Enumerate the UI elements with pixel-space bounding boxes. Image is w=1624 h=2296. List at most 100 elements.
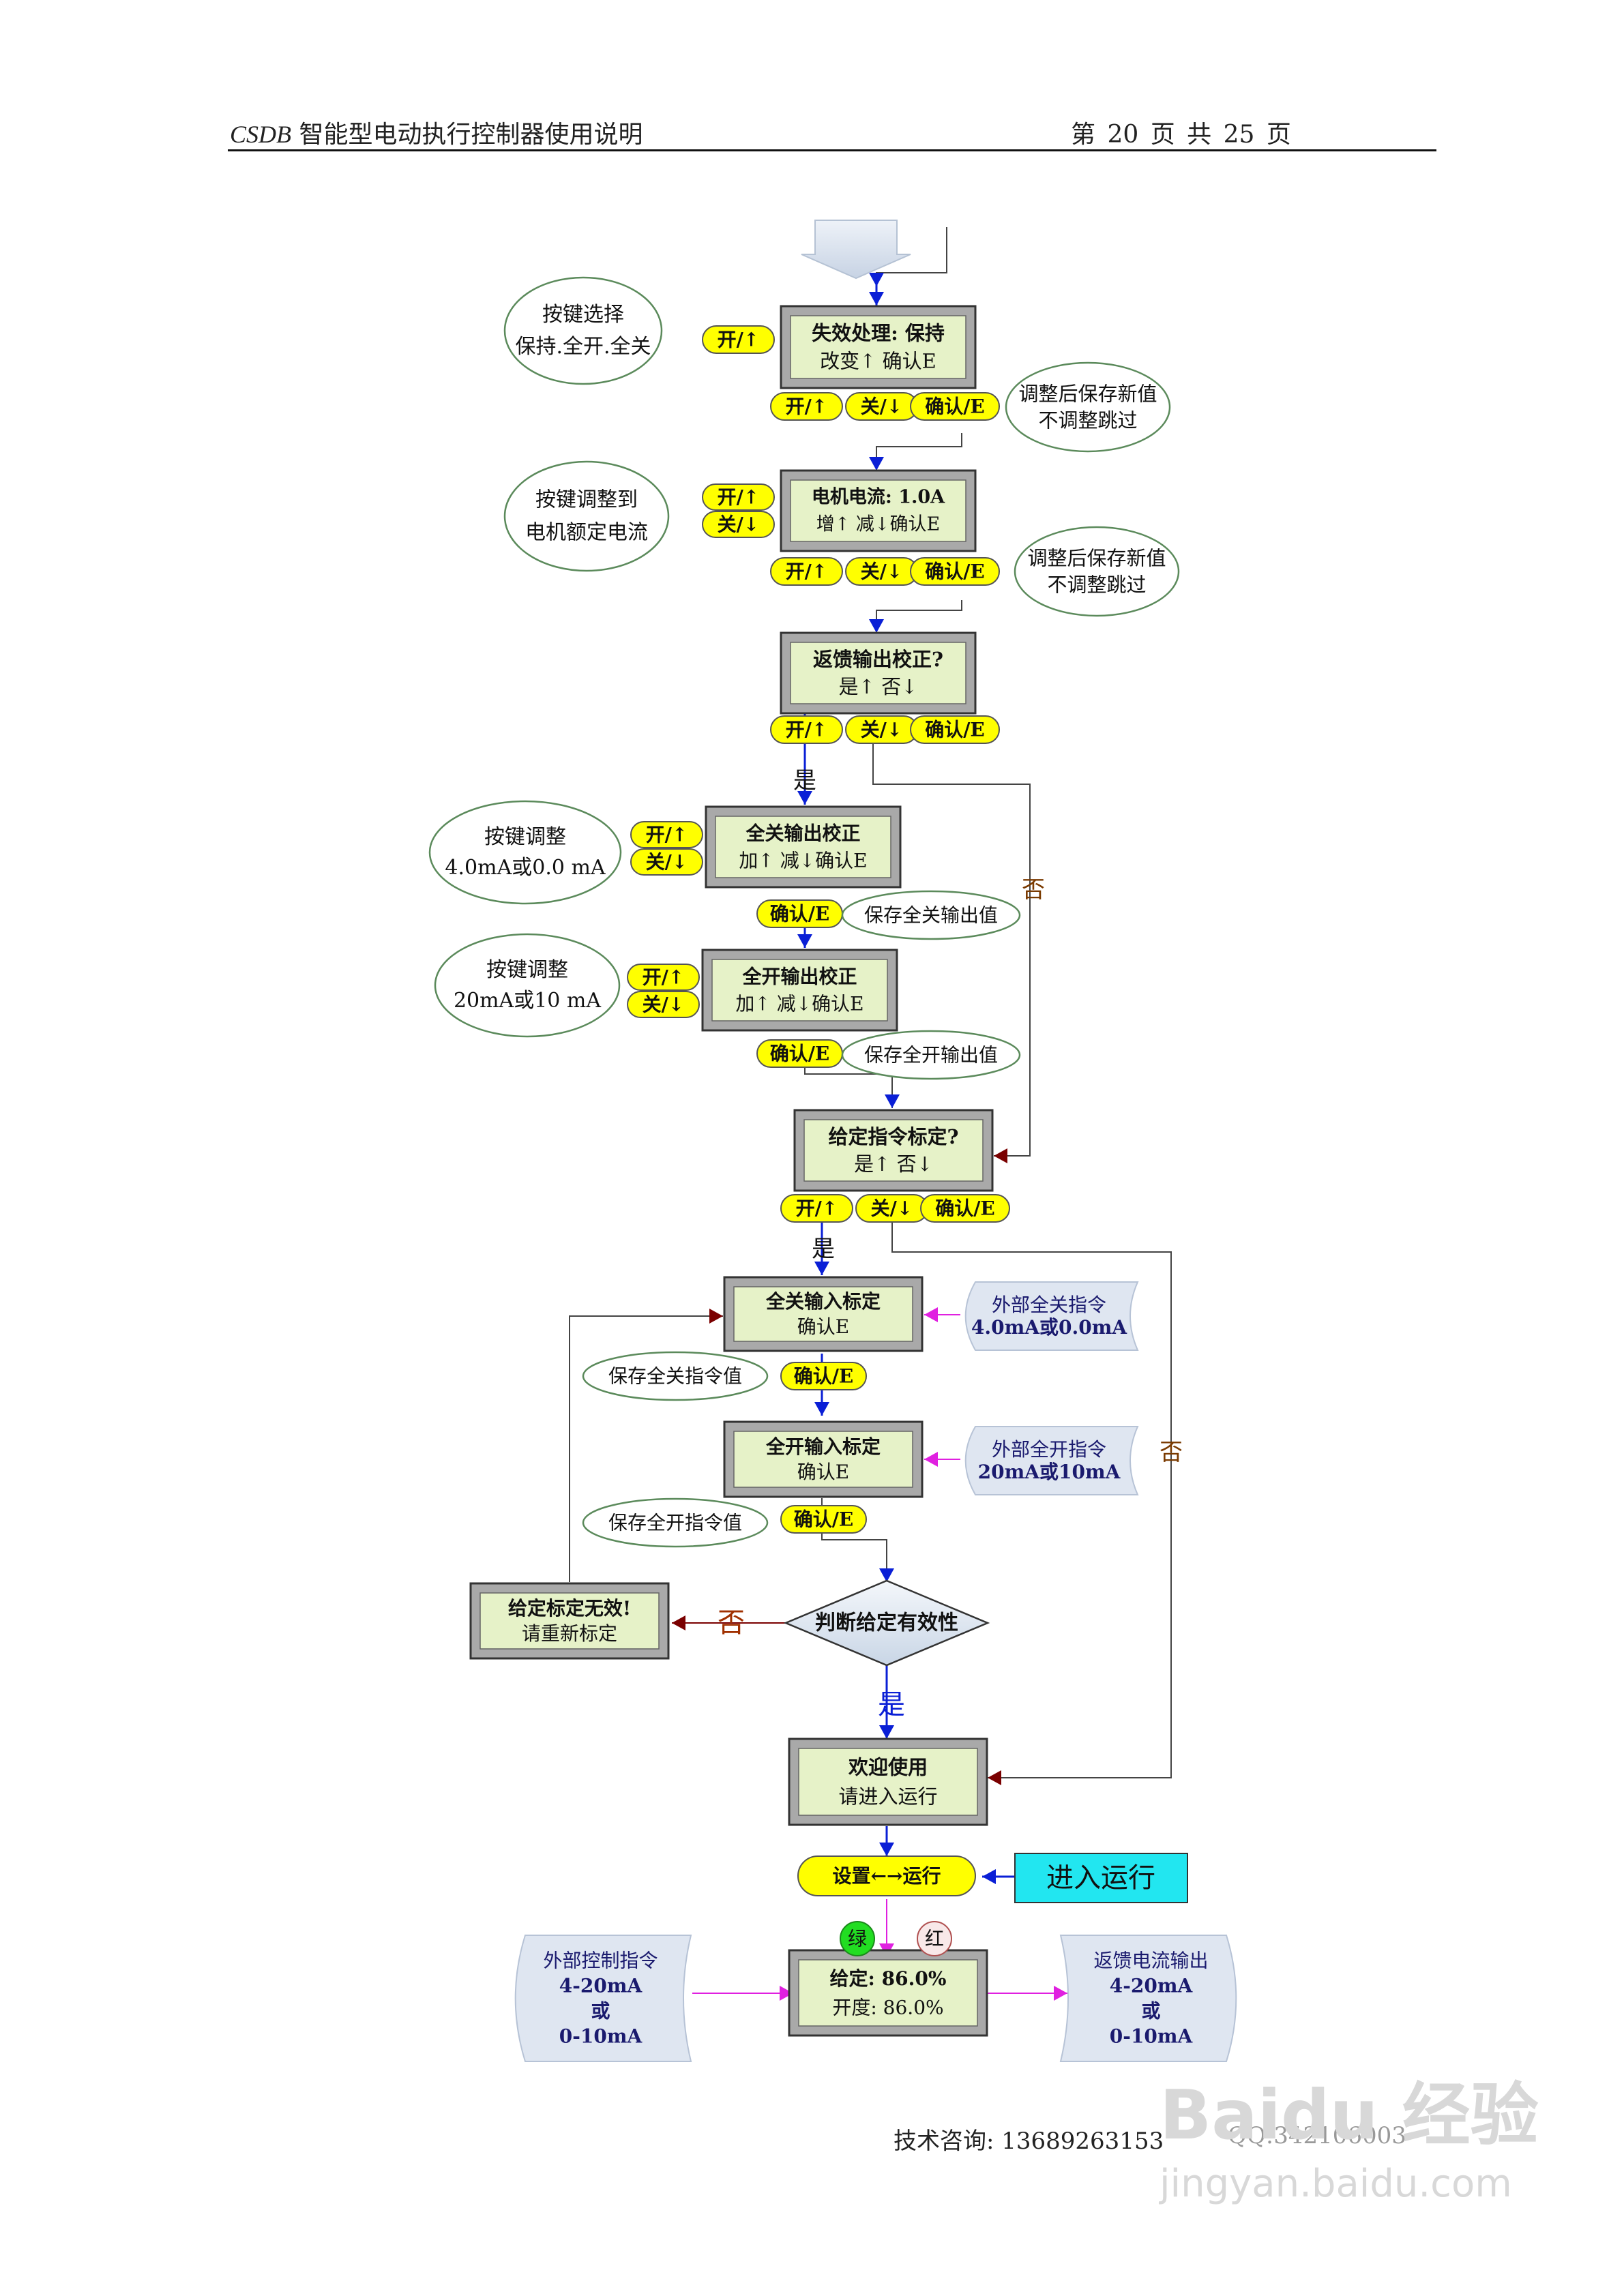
key-cap — [780, 1505, 867, 1534]
note-line-2: 保持.全开.全关 — [515, 335, 651, 359]
key-label: 关/↓ — [718, 513, 760, 536]
lcd-cmd-calib: 给定指令标定?是↑ 否↓ — [793, 1109, 994, 1192]
io-line-1: 外部全关指令 — [992, 1294, 1106, 1316]
lcd-line-2: 确认E — [797, 1461, 849, 1483]
key-close-2[interactable]: 关/↓ — [845, 392, 918, 421]
lcd-screen — [803, 1119, 984, 1182]
arrow-head — [988, 1770, 1001, 1785]
key-label: 设置←→运行 — [833, 1865, 941, 1888]
key-close-3[interactable]: 关/↓ — [702, 511, 775, 538]
io-line-2: 4-20mA — [1110, 1975, 1194, 1997]
note-bubble — [1014, 526, 1180, 617]
key-cap — [770, 557, 843, 586]
io-line-3: 或 — [1141, 2000, 1160, 2023]
note-text: 保存全开指令值 — [608, 1512, 742, 1534]
led-red-icon — [917, 1921, 952, 1956]
io-line-1: 外部控制指令 — [543, 1950, 658, 1972]
arrow-head — [1054, 1986, 1067, 2001]
key-close-7[interactable]: 关/↓ — [627, 991, 700, 1018]
key-close-8[interactable]: 关/↓ — [855, 1194, 928, 1223]
key-confirm-2[interactable]: 确认/E — [910, 392, 1000, 421]
note-save-open-cmd: 保存全开指令值 — [582, 1497, 769, 1548]
key-label: 关/↓ — [871, 1197, 913, 1220]
lcd-screen — [790, 479, 966, 542]
key-label: 关/↓ — [861, 719, 903, 741]
key-close-4[interactable]: 关/↓ — [845, 557, 918, 586]
arrow-head — [879, 1725, 894, 1739]
key-open-8[interactable]: 开/↑ — [780, 1194, 853, 1223]
header-page-info: 第 20 页 共 25 页 — [1071, 121, 1291, 149]
enter-run-button[interactable]: 进入运行 — [1014, 1853, 1188, 1903]
key-open-3[interactable]: 开/↑ — [702, 483, 775, 511]
arrow-head — [814, 1262, 829, 1275]
key-confirm-7[interactable]: 确认/E — [756, 1039, 843, 1068]
key-cap — [770, 392, 843, 421]
lcd-line-2: 开度: 86.0% — [832, 1996, 943, 2018]
key-confirm-5[interactable]: 确认/E — [910, 715, 1000, 744]
key-open-5[interactable]: 开/↑ — [770, 715, 843, 744]
lcd-line-2: 是↑ 否↓ — [839, 675, 918, 698]
note-line-2: 20mA或10 mA — [454, 989, 601, 1013]
io-line-2: 4-20mA — [559, 1975, 643, 1997]
arrow-head — [994, 1148, 1007, 1163]
lcd-screen — [733, 1286, 913, 1342]
arrow-head — [814, 1402, 829, 1416]
key-cap — [910, 715, 1000, 744]
key-open-6[interactable]: 开/↑ — [630, 821, 703, 848]
key-confirm-9[interactable]: 确认/E — [780, 1362, 867, 1390]
key-label: 开/↑ — [786, 719, 828, 741]
key-confirm-8[interactable]: 确认/E — [920, 1194, 1010, 1223]
note-bubble — [841, 1030, 1021, 1080]
led-green-icon — [840, 1921, 875, 1956]
arrow-head — [869, 619, 884, 633]
label-yes-2: 是 — [812, 1236, 835, 1263]
key-label: 确认/E — [925, 396, 985, 418]
key-cap — [770, 715, 843, 744]
lcd-screen — [715, 816, 891, 878]
note-bubble — [582, 1351, 769, 1401]
connector-line — [876, 433, 962, 471]
note-line-1: 调整后保存新值 — [1027, 547, 1166, 570]
key-cap — [702, 511, 775, 538]
led-red: 红 — [917, 1921, 952, 1956]
lcd-run-display: 给定: 86.0%开度: 86.0% — [788, 1949, 988, 2037]
key-open-1[interactable]: 开/↑ — [702, 325, 775, 354]
key-label: 开/↑ — [643, 966, 685, 989]
key-confirm-4[interactable]: 确认/E — [910, 557, 1000, 586]
key-confirm-6[interactable]: 确认/E — [756, 899, 843, 928]
arrow-head — [924, 1452, 938, 1467]
label-no-2: 否 — [1160, 1439, 1183, 1466]
lcd-feedback-calib: 返馈输出校正?是↑ 否↓ — [780, 631, 977, 715]
header-rule — [228, 149, 1436, 151]
key-label: 确认/E — [794, 1508, 854, 1531]
key-open-7[interactable]: 开/↑ — [627, 964, 700, 991]
arrow-head — [879, 1568, 894, 1582]
key-label: 确认/E — [770, 1043, 830, 1065]
key-close-5[interactable]: 关/↓ — [845, 715, 918, 744]
key-open-2[interactable]: 开/↑ — [770, 392, 843, 421]
key-label: 关/↓ — [643, 994, 685, 1016]
lcd-line-2: 请进入运行 — [838, 1785, 937, 1808]
key-label: 确认/E — [935, 1197, 995, 1220]
lcd-line-1: 欢迎使用 — [848, 1756, 928, 1779]
footer-consult: 技术咨询: 13689263153 — [894, 2128, 1164, 2155]
connector-line — [891, 1223, 1172, 1778]
arrow-head — [672, 1615, 685, 1630]
key-open-4[interactable]: 开/↑ — [770, 557, 843, 586]
io-line-1: 返馈电流输出 — [1093, 1950, 1208, 1972]
enter-run-label: 进入运行 — [1046, 1862, 1155, 1894]
lcd-line-2: 改变↑ 确认E — [820, 349, 936, 372]
key-set-run[interactable]: 设置←→运行 — [797, 1855, 976, 1896]
key-close-6[interactable]: 关/↓ — [630, 848, 703, 876]
led-red-label: 红 — [925, 1928, 944, 1950]
key-confirm-10[interactable]: 确认/E — [780, 1505, 867, 1534]
arrow-head — [879, 1843, 894, 1856]
decision-validity: 判断给定有效性 — [783, 1579, 990, 1667]
key-cap — [920, 1194, 1010, 1223]
lcd-line-1: 全关输入标定 — [765, 1290, 881, 1313]
